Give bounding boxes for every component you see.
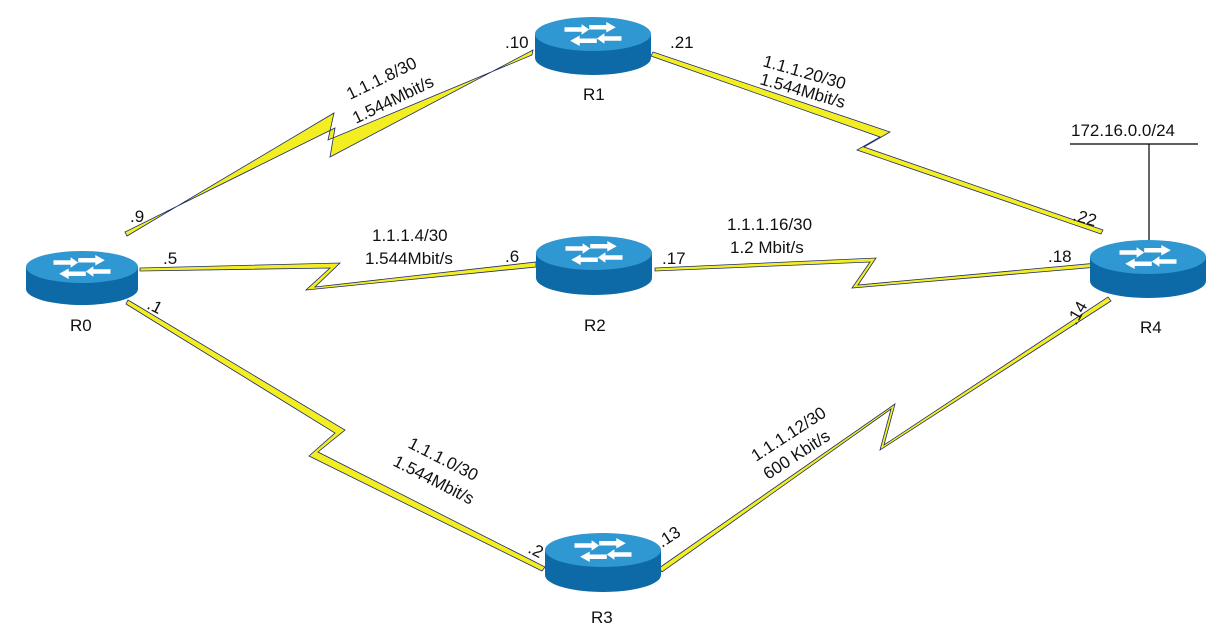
link-r1-r4: 1.1.1.20/30 1.544Mbit/s .21 .22 bbox=[650, 33, 1104, 235]
link-r0-r2-network: 1.1.1.4/30 bbox=[372, 226, 448, 245]
link-r0-r2-bolt bbox=[139, 261, 537, 291]
router-r1[interactable]: R1 bbox=[535, 17, 651, 104]
link-r0-r2-iface-r0: .5 bbox=[163, 249, 177, 268]
router-r0-top bbox=[26, 251, 138, 283]
router-r3-label: R3 bbox=[591, 608, 613, 627]
link-r2-r4-network: 1.1.1.16/30 bbox=[727, 215, 812, 234]
router-r2-label: R2 bbox=[584, 316, 606, 335]
link-r1-r4-bolt bbox=[650, 51, 1104, 235]
router-r1-label: R1 bbox=[583, 85, 605, 104]
router-r0[interactable]: R0 bbox=[26, 251, 138, 335]
link-r0-r2-iface-r2: .6 bbox=[505, 247, 519, 266]
link-r2-r4-iface-r4: .18 bbox=[1048, 247, 1072, 266]
link-r3-r4-bolt bbox=[658, 296, 1112, 573]
router-r2-top bbox=[536, 236, 652, 270]
link-r2-r4-iface-r2: .17 bbox=[662, 249, 686, 268]
link-r0-r1-iface-r0: .9 bbox=[130, 207, 144, 226]
link-r0-r1-bolt bbox=[124, 49, 534, 237]
link-r0-r1-iface-r1: .10 bbox=[505, 33, 529, 52]
link-r0-r1: 1.1.1.8/30 1.544Mbit/s .9 .10 bbox=[124, 33, 534, 237]
link-r2-r4: 1.1.1.16/30 1.2 Mbit/s .17 .18 bbox=[654, 215, 1099, 289]
lan-segment: 172.16.0.0/24 bbox=[1070, 121, 1198, 240]
link-r0-r2: 1.1.1.4/30 1.544Mbit/s .5 .6 bbox=[139, 226, 537, 291]
router-r4-label: R4 bbox=[1140, 318, 1162, 337]
link-r0-r3-bolt bbox=[125, 299, 546, 572]
router-r4[interactable]: R4 bbox=[1090, 240, 1206, 337]
link-r3-r4: 1.1.1.12/30 600 Kbit/s .13 .14 bbox=[654, 296, 1112, 573]
router-r1-top bbox=[535, 17, 651, 51]
link-r1-r4-iface-r1: .21 bbox=[670, 33, 694, 52]
link-r0-r3: 1.1.1.0/30 1.544Mbit/s .1 .2 bbox=[125, 295, 546, 572]
lan-network-label: 172.16.0.0/24 bbox=[1071, 121, 1175, 140]
link-r2-r4-bolt bbox=[654, 257, 1099, 289]
link-r0-r2-bandwidth: 1.544Mbit/s bbox=[365, 249, 453, 268]
router-r4-top bbox=[1090, 240, 1206, 274]
router-r2[interactable]: R2 bbox=[536, 236, 652, 335]
router-r0-label: R0 bbox=[70, 316, 92, 335]
router-r3-top bbox=[545, 533, 661, 567]
router-r3[interactable]: R3 bbox=[545, 533, 661, 627]
link-r1-r4-iface-r4: .22 bbox=[1071, 206, 1099, 231]
link-r2-r4-bandwidth: 1.2 Mbit/s bbox=[730, 238, 804, 257]
